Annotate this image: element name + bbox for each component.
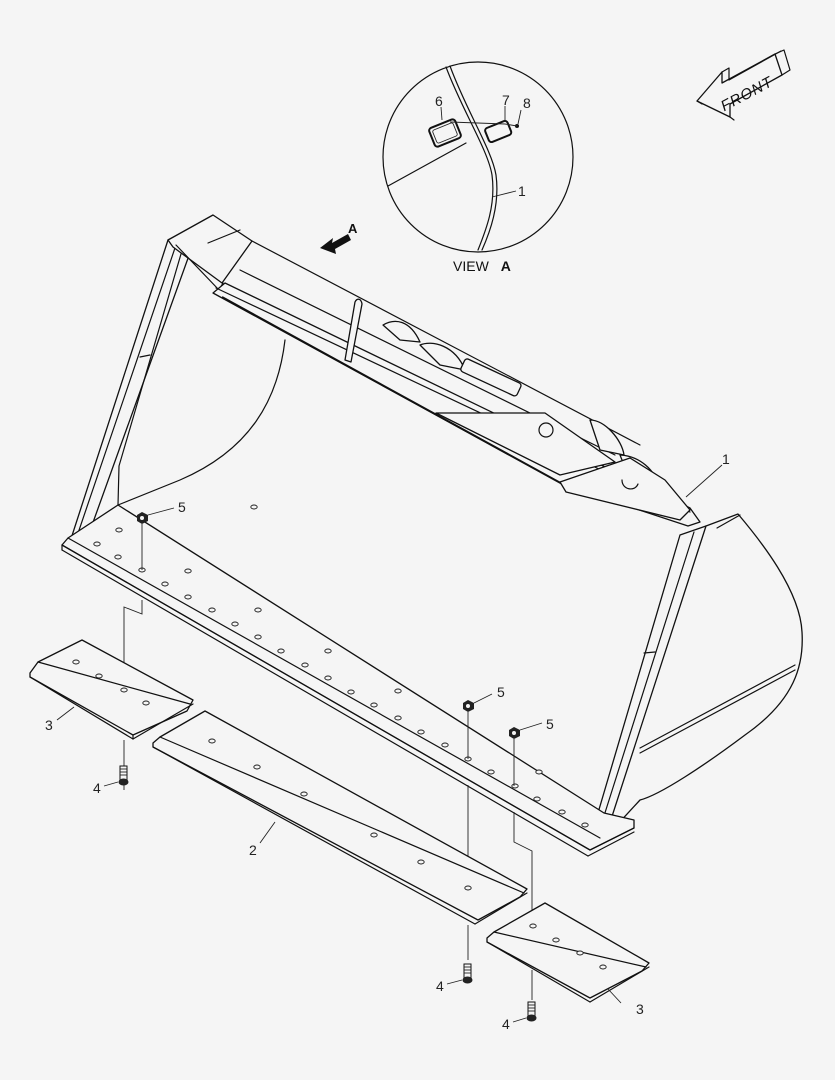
cutting-edge-left <box>29 639 194 740</box>
view-a-title: VIEW A <box>453 258 511 274</box>
nut-left-icon <box>137 512 148 524</box>
callout-3-left: 3 <box>45 717 53 733</box>
callout-7: 7 <box>502 92 510 108</box>
view-a-arrow-label: A <box>348 221 358 236</box>
base-plate-holes <box>93 504 589 828</box>
front-arrow-icon <box>696 49 791 121</box>
callout-1-bucket: 1 <box>722 451 730 467</box>
callout-5-center: 5 <box>497 684 505 700</box>
nut-center-icon <box>463 700 474 712</box>
nut-right-icon <box>509 727 520 739</box>
decal-icon <box>484 119 513 144</box>
view-title-suffix: A <box>500 258 511 274</box>
callout-5-right: 5 <box>546 716 554 732</box>
detail-view-a <box>382 61 574 253</box>
cutting-edge-center <box>152 710 528 925</box>
callout-6: 6 <box>435 93 443 109</box>
decal-plate-icon <box>428 118 462 148</box>
bolt-left-icon <box>118 765 129 786</box>
callout-2: 2 <box>249 842 257 858</box>
bucket <box>61 214 803 857</box>
bolt-center-icon <box>462 963 473 984</box>
callout-5-left: 5 <box>178 499 186 515</box>
callout-4-center: 4 <box>436 978 444 994</box>
cutting-edge-right <box>486 902 650 1003</box>
callout-3-right: 3 <box>636 1001 644 1017</box>
bolt-right-icon <box>526 1001 537 1022</box>
callout-4-left: 4 <box>93 780 101 796</box>
callout-4-right: 4 <box>502 1016 510 1032</box>
view-a-arrow-icon <box>320 234 351 254</box>
callout-1-detail: 1 <box>518 183 526 199</box>
callout-8: 8 <box>523 95 531 111</box>
leader-lines <box>56 464 723 1023</box>
view-title-prefix: VIEW <box>453 258 489 274</box>
